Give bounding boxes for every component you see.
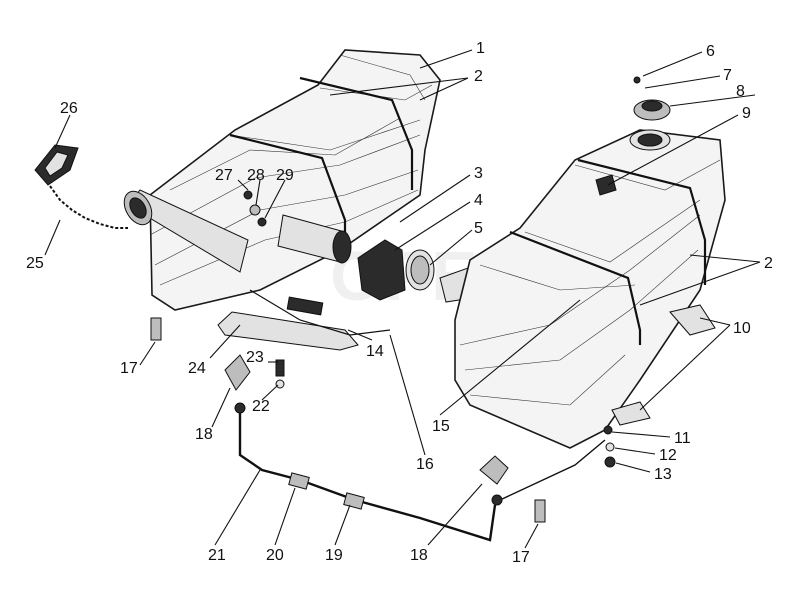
callout-9: 9 <box>742 105 751 122</box>
mounting-bracket <box>217 296 359 351</box>
callout-17-left: 17 <box>120 360 138 377</box>
callout-27: 27 <box>215 167 233 184</box>
callout-4: 4 <box>474 192 483 209</box>
callout-5: 5 <box>474 220 483 237</box>
callout-16: 16 <box>416 456 434 473</box>
callout-3: 3 <box>474 165 483 182</box>
callout-18-left: 18 <box>195 426 213 443</box>
callout-19: 19 <box>325 547 343 564</box>
callout-12: 12 <box>659 447 677 464</box>
callout-26: 26 <box>60 100 78 117</box>
callout-20: 20 <box>266 547 284 564</box>
callout-11: 11 <box>674 430 691 447</box>
callout-21: 21 <box>208 547 226 564</box>
callout-8: 8 <box>736 83 745 100</box>
right-fuel-tank <box>454 129 726 449</box>
callout-1: 1 <box>476 40 485 57</box>
callout-15: 15 <box>432 418 450 435</box>
callout-17-right: 17 <box>512 549 530 566</box>
callout-13: 13 <box>654 466 672 483</box>
callout-24: 24 <box>188 360 206 377</box>
callout-labels: 1 2 2 3 4 5 6 7 8 9 10 11 12 13 14 15 16… <box>26 40 773 566</box>
filler-cap <box>34 144 79 186</box>
fuel-line <box>238 289 606 542</box>
left-tank-straps <box>229 76 414 235</box>
callout-28: 28 <box>247 167 265 184</box>
callout-6: 6 <box>706 43 715 60</box>
cap-chain <box>49 185 128 229</box>
leader-lines <box>44 49 761 549</box>
callout-2-left: 2 <box>474 68 483 85</box>
callout-22: 22 <box>252 398 270 415</box>
right-tank-straps <box>509 158 707 345</box>
right-filler-cap <box>595 76 671 196</box>
mounting-feet <box>603 304 716 468</box>
filler-neck <box>123 189 249 273</box>
callout-29: 29 <box>276 167 294 184</box>
callout-10: 10 <box>733 320 751 337</box>
callout-18-right: 18 <box>410 547 428 564</box>
sender-unit <box>357 239 473 303</box>
callout-23: 23 <box>246 349 264 366</box>
fittings <box>150 190 546 523</box>
callout-25: 25 <box>26 255 44 272</box>
callout-7: 7 <box>723 67 732 84</box>
callout-2-right: 2 <box>764 255 773 272</box>
callout-14: 14 <box>366 343 384 360</box>
pipe-fitting <box>277 214 352 264</box>
